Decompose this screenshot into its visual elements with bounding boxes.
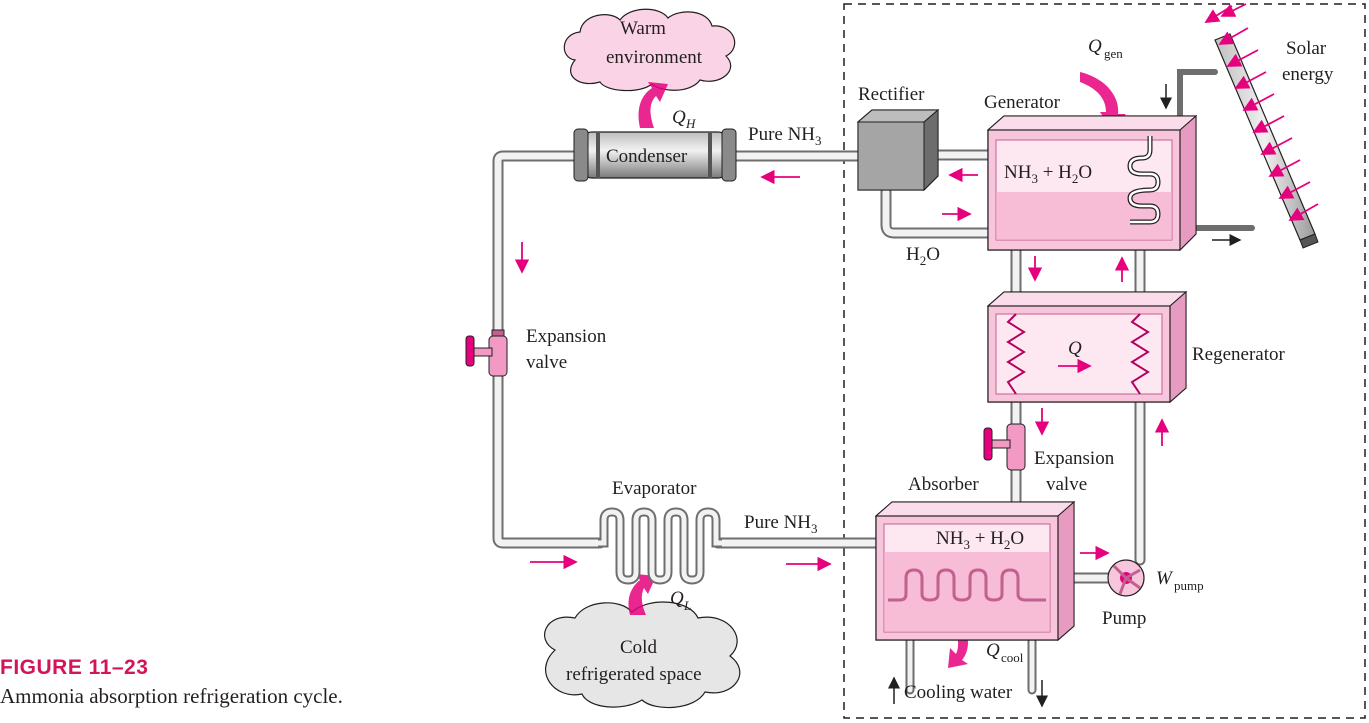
wpump-label: W: [1156, 568, 1174, 589]
expansion-valve-left[interactable]: [465, 329, 508, 377]
qgen-label: Q: [1088, 36, 1102, 57]
black-arrows: [888, 84, 1242, 708]
gen-mix-c: O: [1078, 162, 1092, 183]
condenser-label: Condenser: [606, 146, 688, 167]
condenser: [573, 128, 737, 182]
wpump-sub: pump: [1174, 578, 1204, 593]
qgen-sub: gen: [1104, 46, 1123, 61]
pump-label: Pump: [1102, 608, 1146, 629]
expansion-valve-left-label-1: Expansion: [526, 326, 607, 347]
h2o-a: H: [906, 244, 920, 265]
cooling-water-label: Cooling water: [904, 682, 1013, 703]
ql-heat-arrow: [628, 574, 656, 615]
gen-mix-a: NH: [1004, 162, 1032, 183]
warm-env-label-2: environment: [606, 47, 703, 68]
qcool-label: Q: [986, 640, 1000, 661]
gen-mix-b: + H: [1038, 162, 1072, 183]
abs-mix-b-sub: 2: [1004, 537, 1011, 552]
qh-sub: H: [685, 116, 696, 131]
qh-label: Q: [672, 107, 686, 128]
absorber: [874, 500, 1076, 642]
generator-label: Generator: [984, 92, 1061, 113]
pure-nh3-bottom-sub: 3: [811, 521, 818, 536]
ql-sub: L: [683, 598, 691, 613]
cold-space-cloud: [544, 601, 741, 709]
expansion-valve-left-label-2: valve: [526, 352, 567, 373]
abs-mix-c: O: [1010, 528, 1024, 549]
rectifier: [856, 108, 940, 192]
generator-mix-label: NH3 + H2O: [1004, 162, 1092, 186]
flow-arrows: [514, 167, 1170, 572]
h2o-sub: 2: [920, 253, 927, 268]
pure-nh3-bottom-label: Pure NH: [744, 512, 811, 533]
gen-mix-b-sub: 2: [1072, 171, 1079, 186]
absorber-mix-label: NH3 + H2O: [936, 528, 1024, 552]
q-regen-label: Q: [1068, 338, 1082, 359]
qcool-sub: cool: [1001, 650, 1024, 665]
cold-space-label-1: Cold: [620, 637, 657, 658]
regenerator: [986, 290, 1188, 404]
pure-nh3-top-label: Pure NH: [748, 124, 815, 145]
evaporator-label: Evaporator: [612, 478, 697, 499]
generator: [986, 114, 1198, 252]
rectifier-label: Rectifier: [858, 84, 925, 105]
figure-caption: Ammonia absorption refrigeration cycle.: [0, 684, 343, 708]
absorber-label: Absorber: [908, 474, 979, 495]
regenerator-label: Regenerator: [1192, 344, 1286, 365]
warm-env-label-1: Warm: [620, 18, 666, 39]
expansion-valve-right[interactable]: [983, 423, 1026, 471]
solar-radiation-arrows: [1204, 3, 1319, 221]
evaporator: [598, 507, 722, 585]
pump[interactable]: [1107, 559, 1145, 597]
cold-space-label-2: refrigerated space: [566, 664, 702, 685]
h2o-b: O: [926, 244, 940, 265]
solar-label-2: energy: [1282, 64, 1334, 85]
labels: Warm environment Q H Condenser Pure NH 3…: [526, 18, 1334, 703]
gen-mix-a-sub: 3: [1031, 171, 1038, 186]
expansion-valve-right-label-2: valve: [1046, 474, 1087, 495]
h2o-label: H2O: [906, 244, 940, 268]
abs-mix-a-sub: 3: [963, 537, 970, 552]
abs-mix-b: + H: [970, 528, 1004, 549]
ql-label: Q: [670, 588, 684, 609]
qh-heat-arrow: [638, 82, 668, 128]
abs-mix-a: NH: [936, 528, 964, 549]
warm-environment-cloud: [563, 8, 736, 92]
pure-nh3-top-sub: 3: [815, 133, 822, 148]
expansion-valve-right-label-1: Expansion: [1034, 448, 1115, 469]
solar-label-1: Solar: [1286, 38, 1327, 59]
figure-number: FIGURE 11–23: [0, 656, 149, 679]
